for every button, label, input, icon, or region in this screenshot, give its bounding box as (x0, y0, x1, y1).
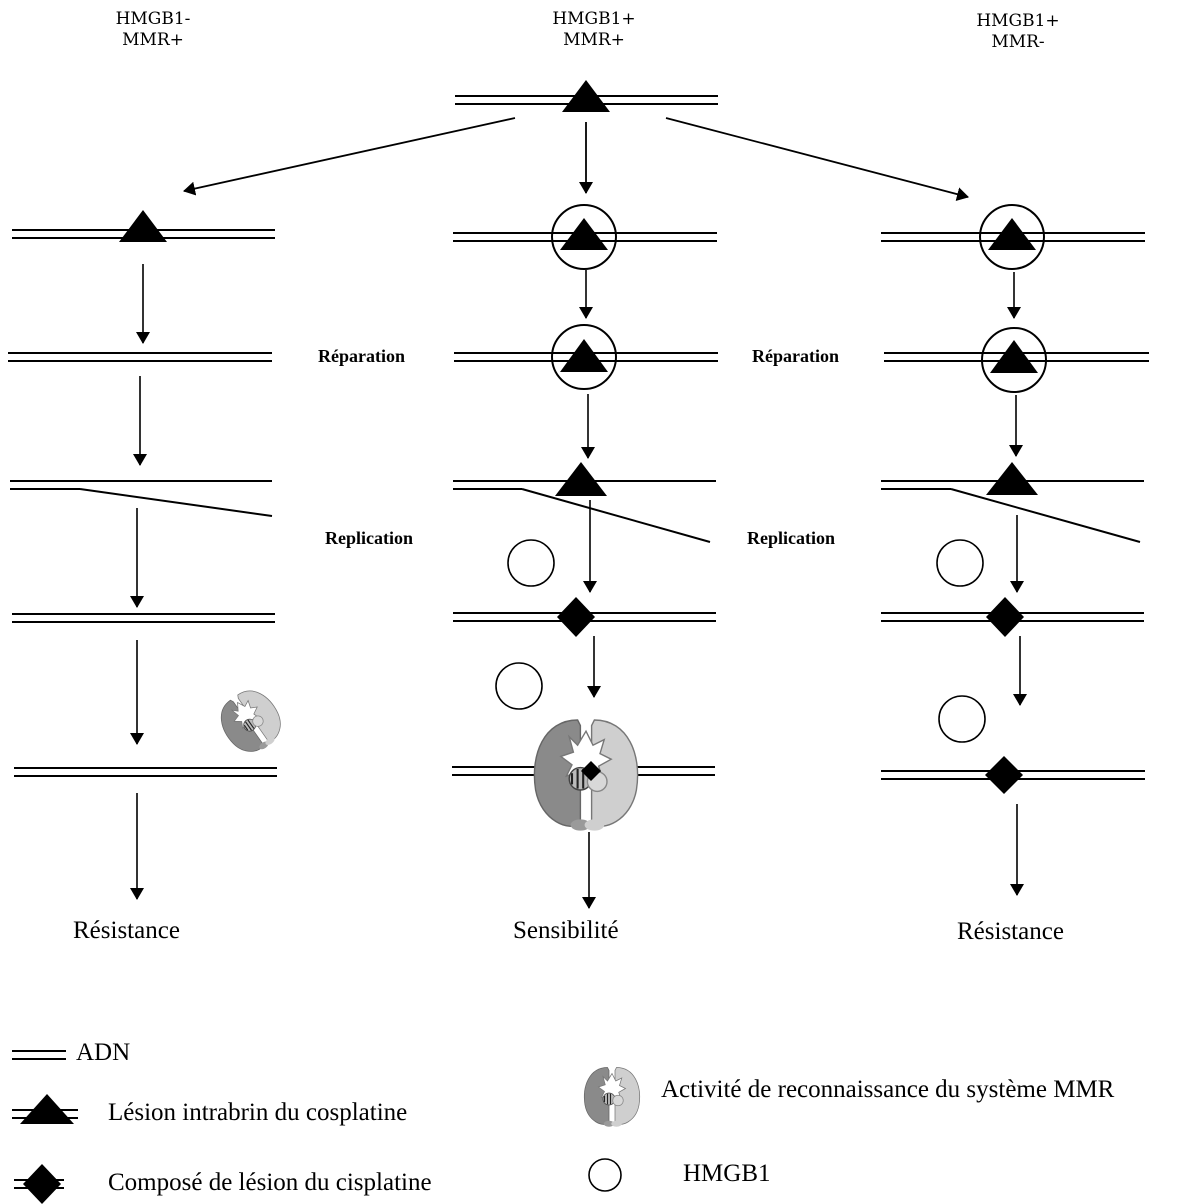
left-mmr-protein (210, 681, 292, 763)
legend-lesion-label: Lésion intrabrin du cosplatine (108, 1099, 408, 1126)
column-center-status: MMR+ (563, 30, 625, 50)
center-free-hmgb1-2 (495, 662, 543, 710)
right-hmgb1-bound-1 (979, 204, 1045, 270)
step-replication-right: Replication (747, 528, 835, 548)
column-center-name: HMGB1+ (552, 9, 636, 29)
column-left-status: MMR+ (122, 30, 184, 50)
legend-lesion-symbol (12, 1094, 78, 1124)
right-hmgb1-bound-2 (981, 327, 1047, 393)
legend-mmr-symbol (583, 1066, 641, 1128)
column-right-status: MMR- (991, 32, 1045, 52)
arrow-top-left (183, 117, 516, 196)
outcome-center: Sensibilité (513, 917, 619, 944)
outcome-right: Résistance (957, 918, 1064, 945)
legend-hmgb1-symbol (588, 1158, 622, 1192)
left-column (8, 229, 277, 900)
legend-dna-label: ADN (76, 1039, 131, 1066)
column-header-center: HMGB1+ MMR+ (514, 9, 674, 51)
center-hmgb1-bound-2 (551, 324, 617, 390)
center-lesion-triangle-2 (560, 339, 608, 372)
center-hmgb1-bound-1 (551, 204, 617, 270)
column-header-left: HMGB1- MMR+ (73, 9, 233, 51)
center-adduct-diamond-1 (557, 597, 595, 637)
center-adduct-diamond-2 (581, 761, 601, 781)
step-repair-right: Réparation (752, 346, 839, 366)
legend-dna-symbol (12, 1050, 66, 1060)
legend-mmr-label: Activité de reconnaissance du système MM… (661, 1076, 1115, 1103)
right-free-hmgb1-2 (938, 695, 986, 743)
outcome-left: Résistance (73, 917, 180, 944)
center-lesion-triangle-3 (555, 462, 607, 496)
column-header-right: HMGB1+ MMR- (938, 11, 1098, 53)
legend-adduct-symbol (14, 1164, 64, 1204)
legend-hmgb1-label: HMGB1 (683, 1160, 771, 1187)
right-lesion-triangle-2 (990, 340, 1038, 373)
step-repair-left: Réparation (318, 346, 405, 366)
right-adduct-diamond-1 (986, 597, 1024, 637)
top-lesion-triangle (562, 80, 610, 112)
column-left-name: HMGB1- (115, 9, 191, 29)
right-adduct-diamond-2 (985, 756, 1023, 794)
center-lesion-triangle-1 (560, 218, 608, 250)
right-column (881, 232, 1149, 896)
arrow-top-right (665, 117, 969, 201)
center-column (452, 232, 718, 909)
legend-adduct-label: Composé de lésion du cisplatine (108, 1169, 432, 1196)
right-lesion-triangle-3 (986, 462, 1038, 495)
center-free-hmgb1-1 (507, 539, 555, 587)
left-lesion-triangle (119, 210, 167, 242)
right-lesion-triangle-1 (988, 218, 1036, 250)
column-right-name: HMGB1+ (976, 11, 1060, 31)
step-replication-left: Replication (325, 528, 413, 548)
right-free-hmgb1-1 (936, 539, 984, 587)
